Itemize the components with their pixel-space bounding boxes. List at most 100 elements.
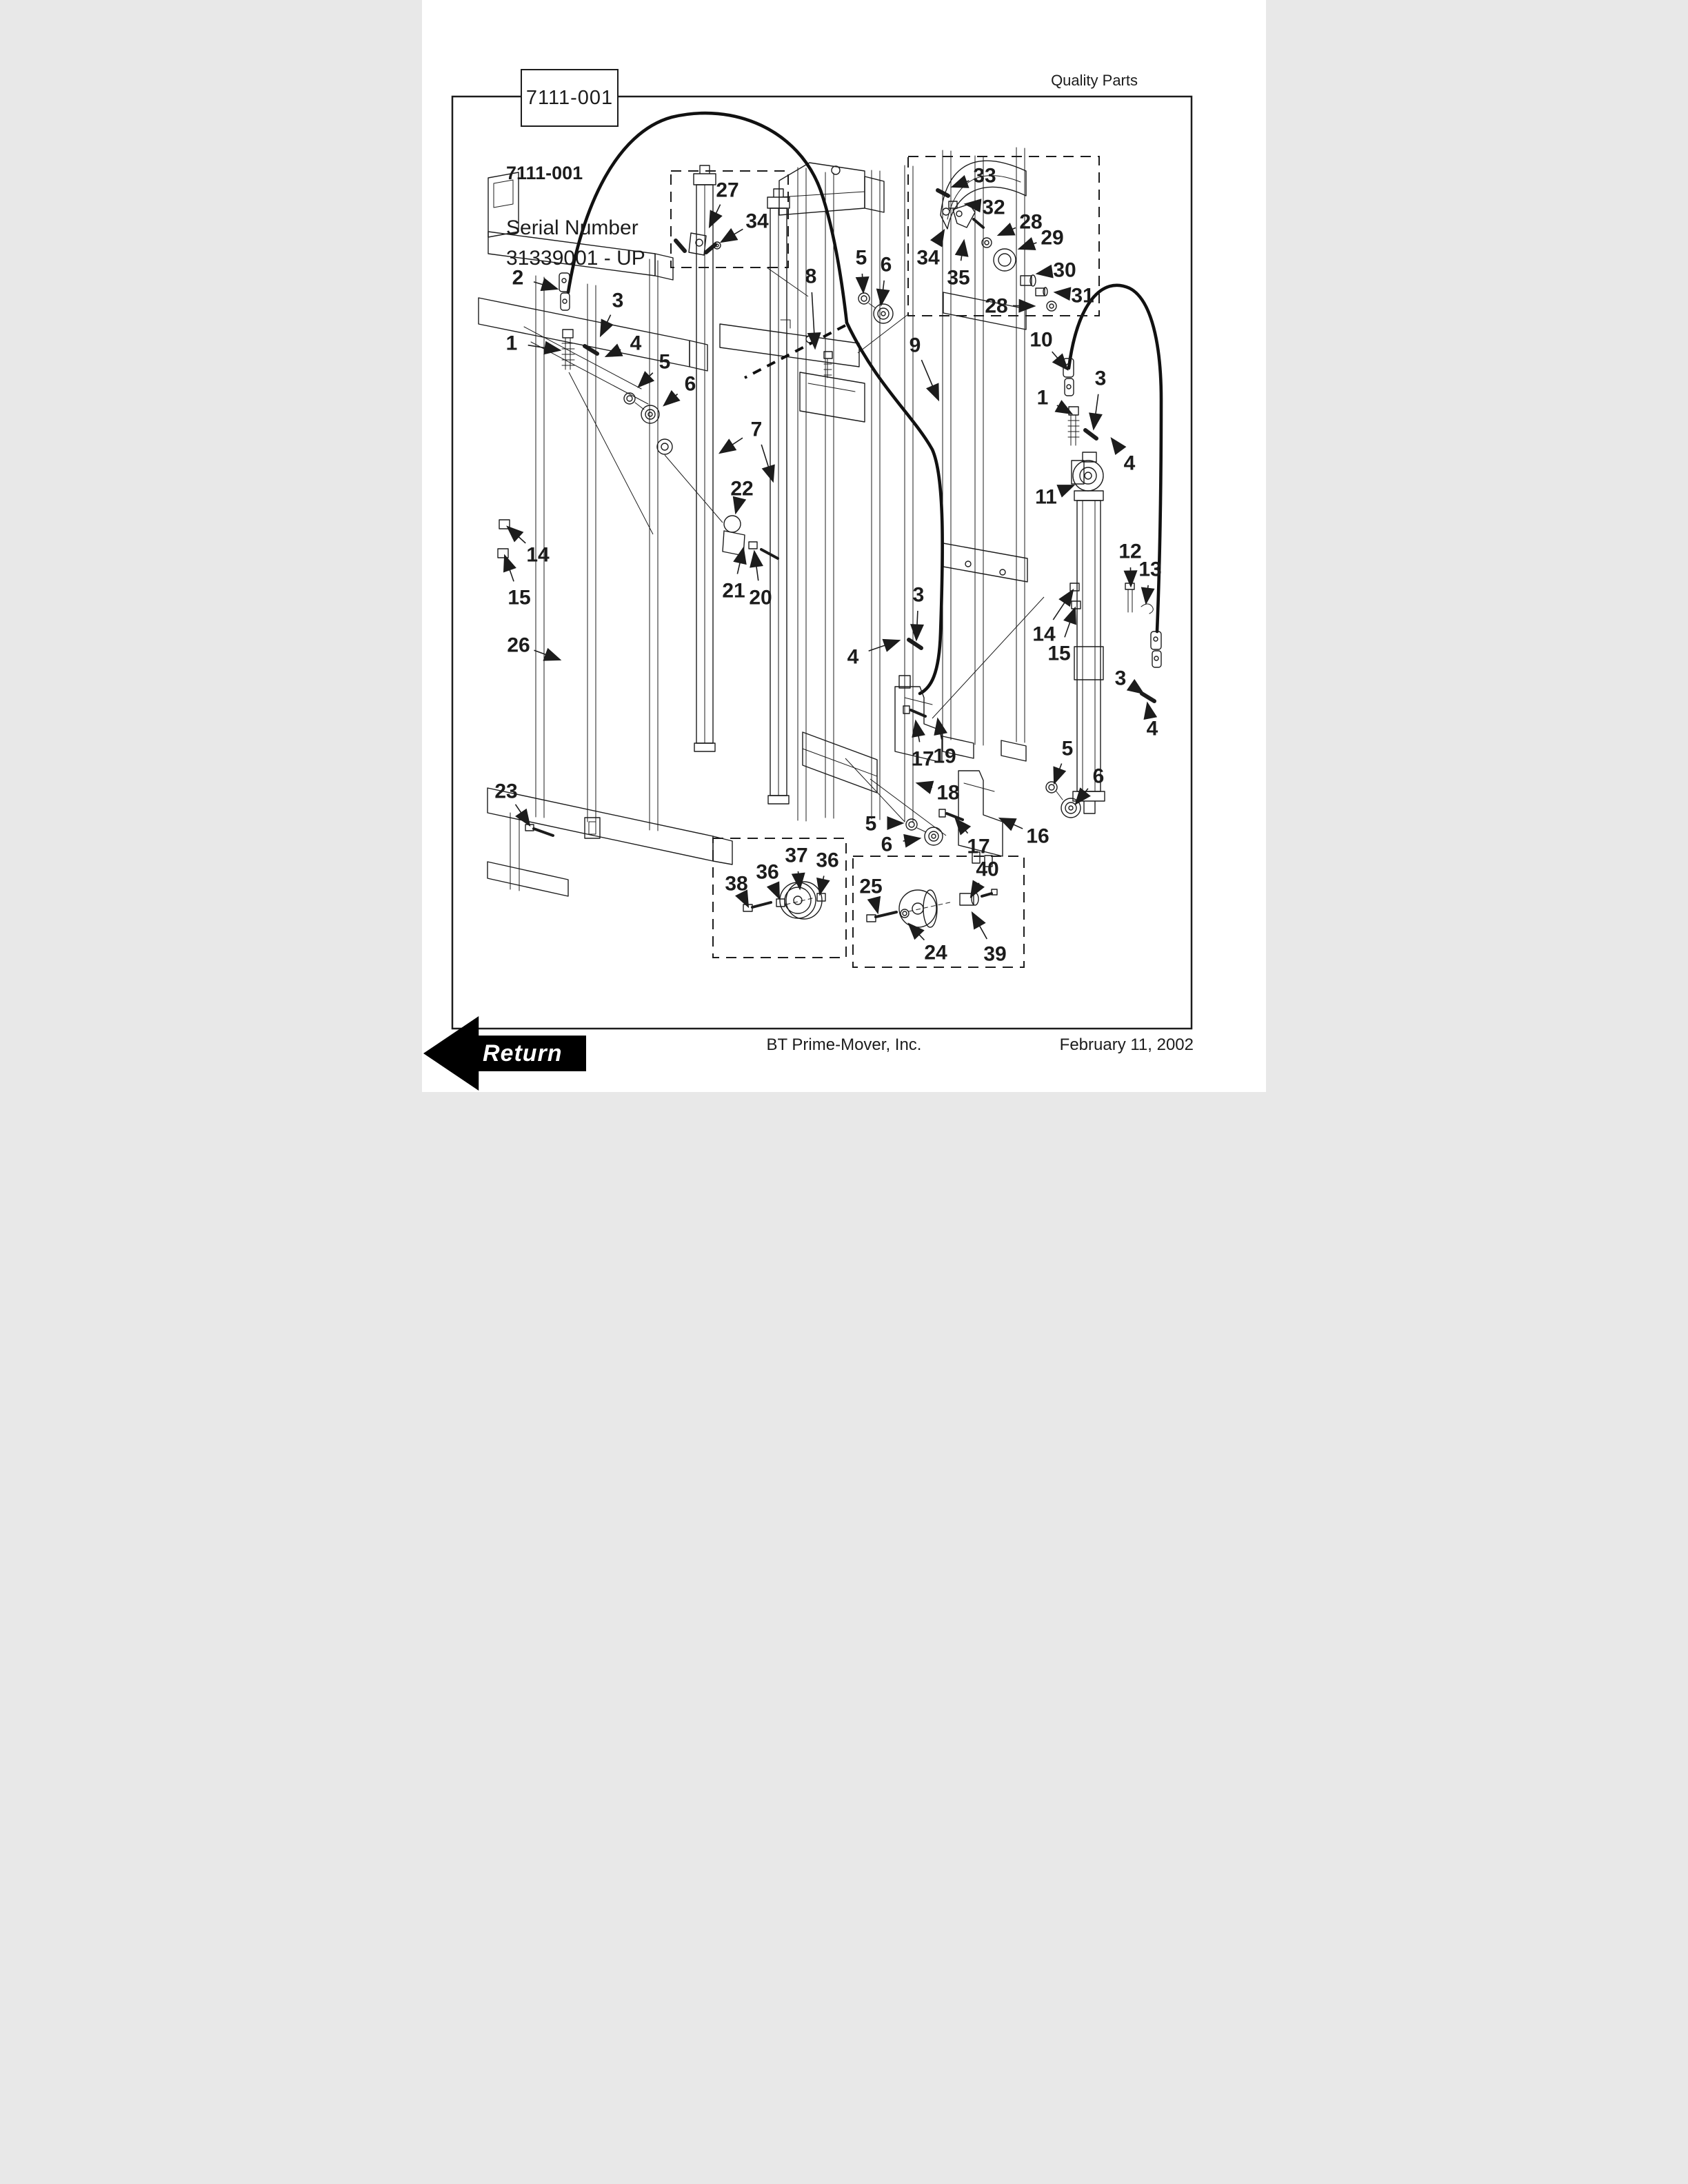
callout-13: 13 <box>1138 558 1161 581</box>
detail-parts <box>674 188 1057 928</box>
callout-37: 37 <box>785 845 807 867</box>
lift-chains <box>566 111 1163 696</box>
callout-28: 28 <box>985 295 1007 318</box>
callout-arrow-25 <box>867 896 881 915</box>
callout-6: 6 <box>881 833 893 856</box>
callout-arrow-13 <box>1141 585 1155 605</box>
callout-arrow-28 <box>996 222 1016 236</box>
callout-arrow-27 <box>708 204 723 229</box>
callout-36: 36 <box>756 861 778 884</box>
footer-date: February 11, 2002 <box>1059 1035 1194 1054</box>
callout-1: 1 <box>1037 387 1049 410</box>
lift-chain-right <box>1067 283 1163 634</box>
callout-arrow-37 <box>791 871 805 891</box>
callout-arrow-10 <box>1052 351 1069 371</box>
page-tag-box: 7111-001 <box>521 69 619 127</box>
callout-5: 5 <box>865 813 877 836</box>
callout-3: 3 <box>913 584 925 607</box>
callout-4: 4 <box>630 332 642 355</box>
callout-arrow-23 <box>514 804 531 827</box>
callout-arrow-3 <box>1126 678 1145 695</box>
callout-arrow-15 <box>1063 606 1076 638</box>
callout-arrow-7 <box>718 437 743 454</box>
callout-arrow-4 <box>868 638 901 652</box>
callout-arrow-26 <box>534 647 562 661</box>
callout-34: 34 <box>916 247 940 270</box>
callout-11: 11 <box>1035 486 1057 509</box>
callout-32: 32 <box>982 196 1005 219</box>
callout-arrow-6 <box>663 390 681 407</box>
callout-16: 16 <box>1026 825 1049 848</box>
callout-arrow-36 <box>766 881 780 900</box>
detail-box-valve <box>670 170 789 268</box>
callout-18: 18 <box>936 782 959 805</box>
footer-company: BT Prime-Mover, Inc. <box>766 1035 922 1054</box>
callout-7: 7 <box>751 418 763 441</box>
callout-17: 17 <box>911 748 934 771</box>
serial-number-range: 31339001 - UP <box>506 247 645 270</box>
callout-3: 3 <box>1095 367 1107 390</box>
callout-arrow-17 <box>954 818 972 836</box>
lift-chain-left-lower <box>845 321 944 696</box>
callout-3: 3 <box>612 290 624 312</box>
callout-arrow-1 <box>1054 400 1074 415</box>
callout-17: 17 <box>967 836 989 858</box>
callout-2: 2 <box>512 267 524 290</box>
detail-box-chain-anchor <box>907 156 1100 316</box>
callout-arrow-31 <box>1053 287 1072 301</box>
callout-arrow-3 <box>599 314 614 338</box>
serial-number-label: Serial Number <box>506 216 639 239</box>
callout-33: 33 <box>973 165 996 188</box>
callout-14: 14 <box>526 544 550 567</box>
callout-arrow-18 <box>915 780 934 794</box>
callout-arrow-38 <box>734 889 750 909</box>
callout-arrow-2 <box>533 277 559 292</box>
fork-carriage-assembly <box>478 172 733 897</box>
callout-arrow-19 <box>934 717 947 740</box>
callout-arrow-24 <box>907 922 925 941</box>
callout-19: 19 <box>933 745 956 768</box>
callout-arrow-30 <box>1035 264 1054 279</box>
callout-5: 5 <box>1062 738 1074 760</box>
lift-chain-hidden <box>744 324 846 379</box>
callout-39: 39 <box>983 943 1006 966</box>
callout-arrow-16 <box>998 817 1023 831</box>
callout-arrow-3 <box>910 610 925 642</box>
callout-21: 21 <box>722 580 745 603</box>
header-quality-parts: Quality Parts <box>1051 72 1138 89</box>
callout-arrow-39 <box>971 911 987 940</box>
callout-arrow-33 <box>950 174 969 188</box>
callout-20: 20 <box>749 587 772 609</box>
callout-4: 4 <box>1147 718 1158 740</box>
callout-arrow-7 <box>761 444 775 483</box>
callout-28: 28 <box>1019 211 1042 234</box>
detail-box-pulley-left <box>712 838 847 958</box>
callout-arrow-5 <box>855 273 870 294</box>
callout-1: 1 <box>506 332 518 355</box>
callout-15: 15 <box>1047 643 1070 665</box>
callout-arrow-11 <box>1056 485 1076 498</box>
free-lift-cylinder <box>1071 452 1105 814</box>
callout-arrow-28 <box>1012 299 1036 313</box>
return-button-label: Return <box>483 1040 563 1066</box>
callout-4: 4 <box>1124 452 1136 475</box>
callout-23: 23 <box>494 780 517 803</box>
callout-arrow-15 <box>503 554 516 582</box>
callout-arrow-6 <box>876 280 890 307</box>
callout-12: 12 <box>1118 540 1141 563</box>
callout-22: 22 <box>730 478 753 501</box>
callout-15: 15 <box>508 587 530 609</box>
callout-38: 38 <box>725 873 747 896</box>
page-tag-label: 7111-001 <box>525 86 614 109</box>
lift-cylinder-left <box>693 165 716 752</box>
callout-arrow-4 <box>604 343 623 358</box>
callout-arrow-4 <box>1143 701 1158 720</box>
callout-arrow-4 <box>1110 436 1127 456</box>
callout-arrow-40 <box>969 880 985 899</box>
callout-29: 29 <box>1041 227 1063 250</box>
callout-arrow-9 <box>921 359 939 402</box>
callout-6: 6 <box>881 254 892 276</box>
callout-5: 5 <box>659 351 671 374</box>
callout-27: 27 <box>716 179 738 202</box>
